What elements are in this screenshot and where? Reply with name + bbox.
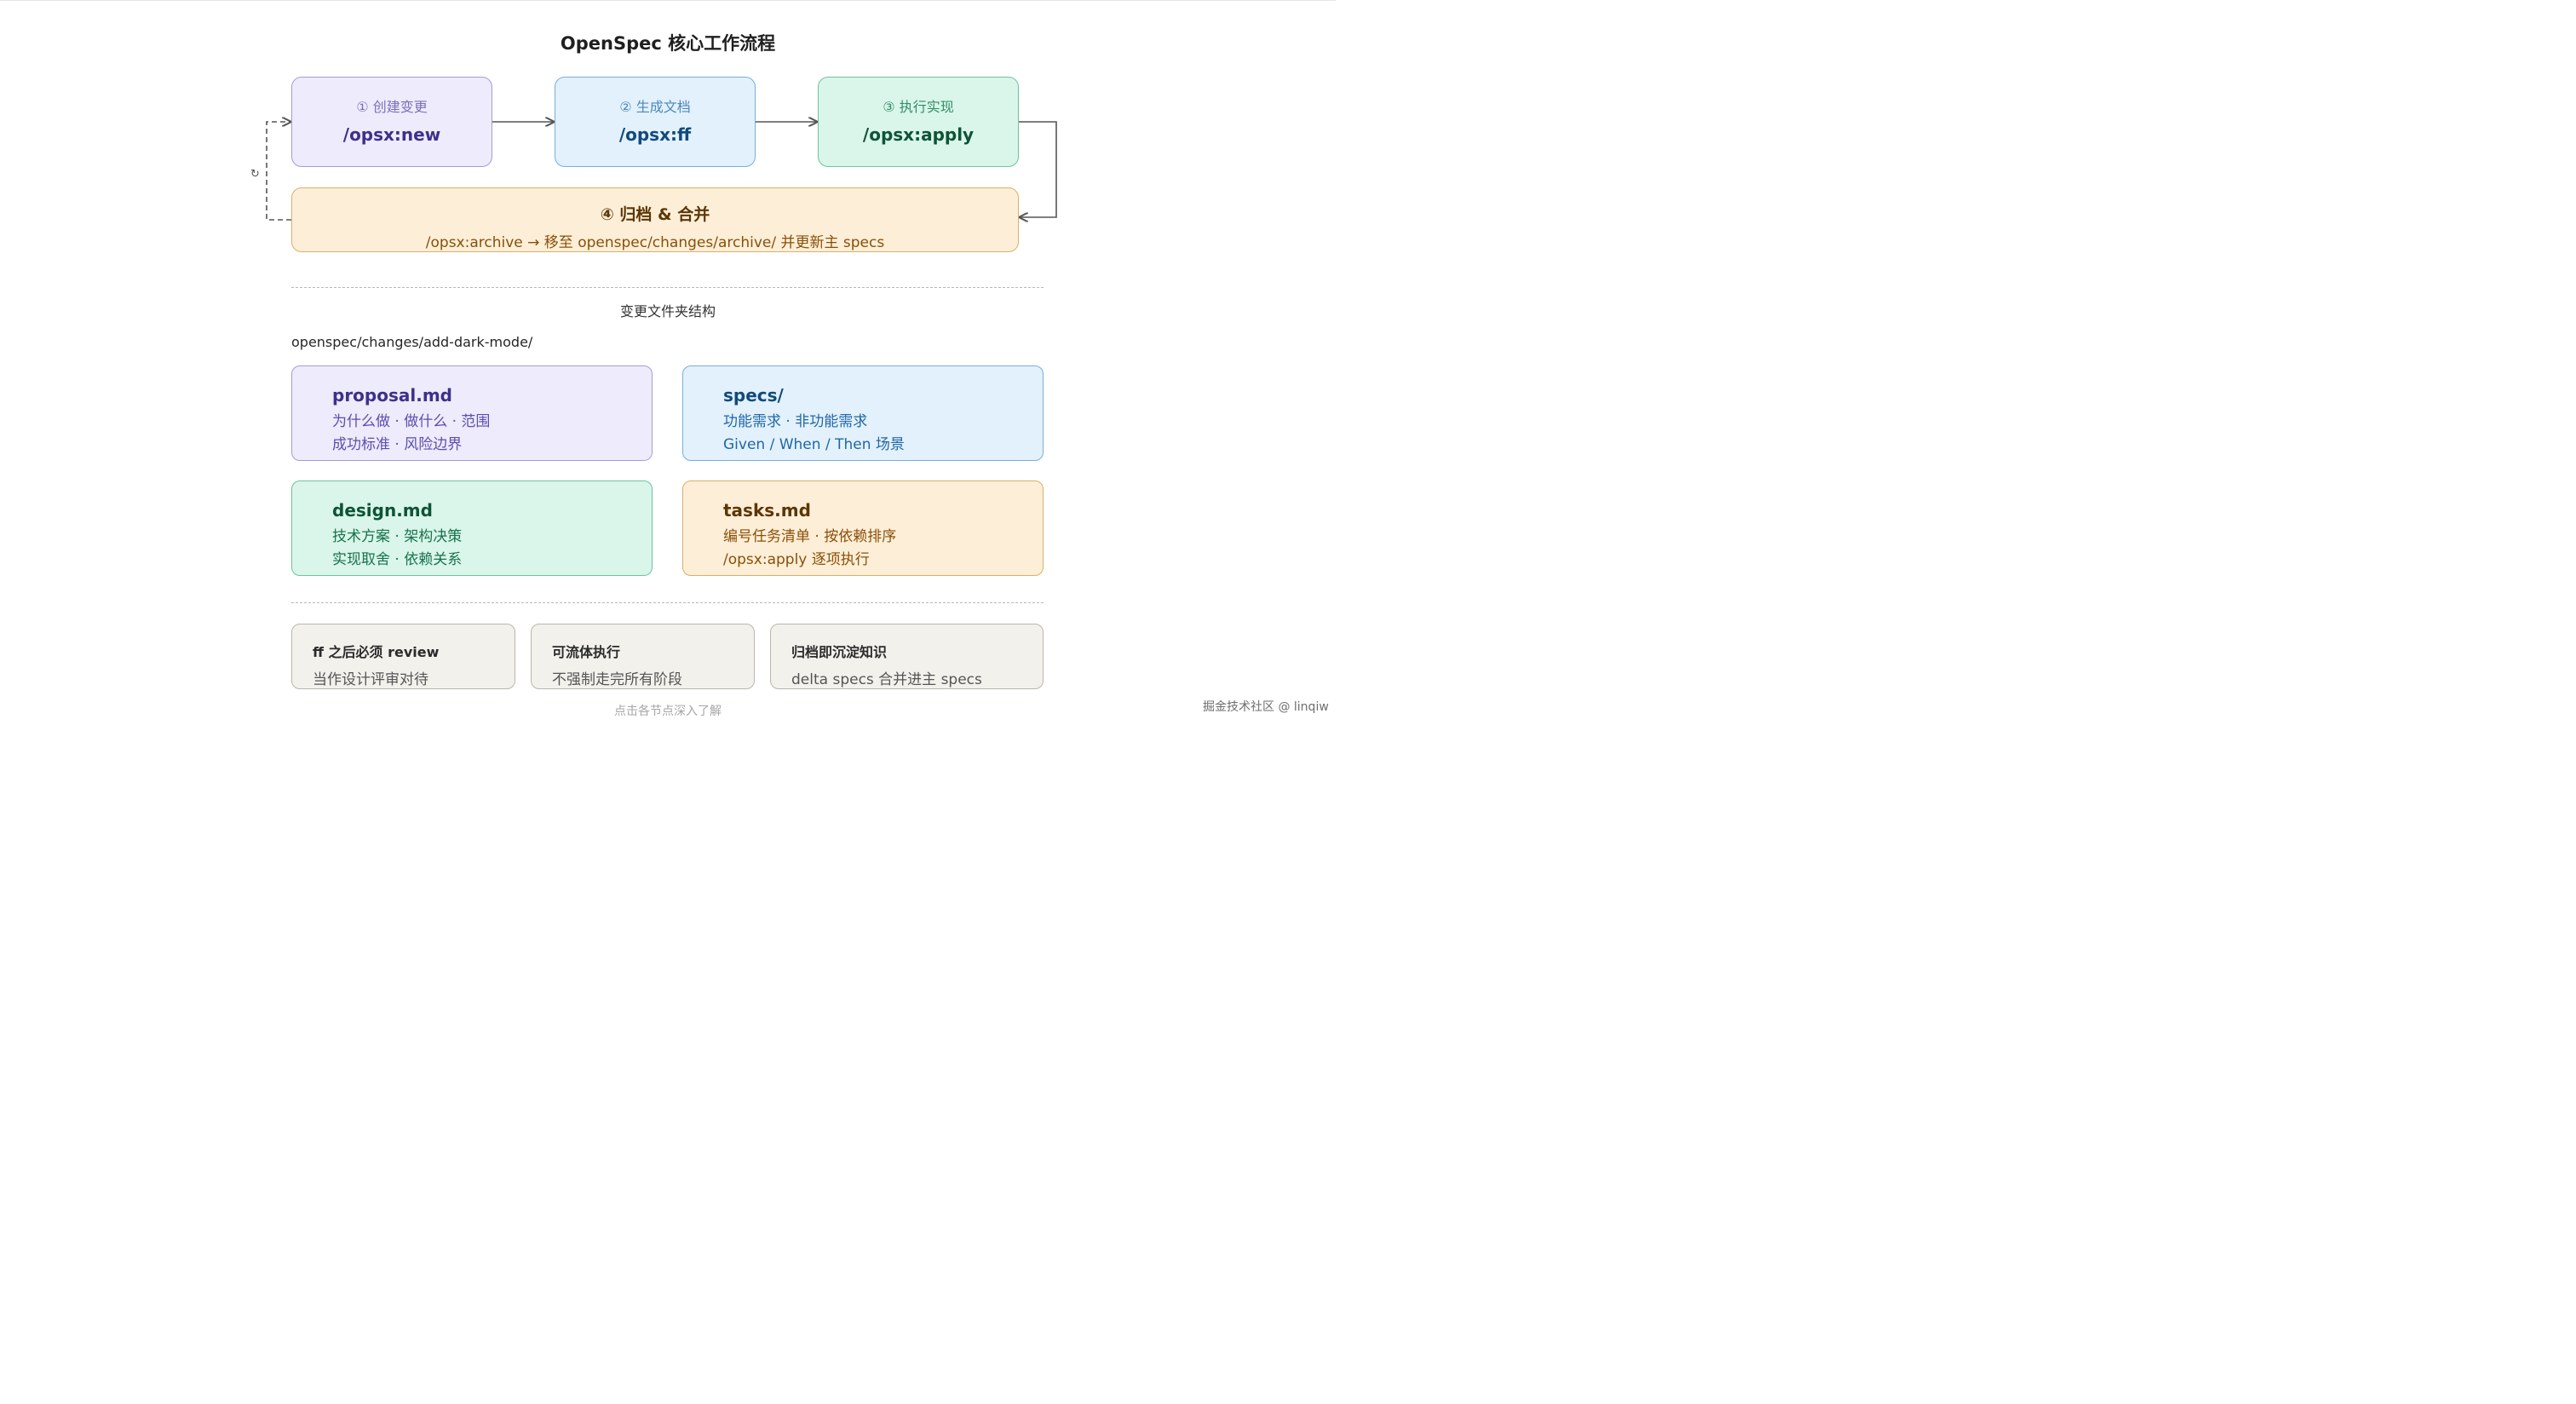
step-archive[interactable]: ④ 归档 & 合并 /opsx:archive → 移至 openspec/ch… [291, 187, 1019, 252]
note-desc: 不强制走完所有阶段 [552, 671, 682, 688]
card-line: 成功标准 · 风险边界 [332, 436, 463, 453]
card-title: proposal.md [332, 385, 452, 406]
card-design[interactable]: design.md 技术方案 · 架构决策 实现取舍 · 依赖关系 [291, 480, 653, 576]
step-archive-title: ④ 归档 & 合并 [600, 205, 710, 224]
note-title: 归档即沉淀知识 [791, 644, 888, 660]
card-tasks[interactable]: tasks.md 编号任务清单 · 按依赖排序 /opsx:apply 逐项执行 [682, 480, 1044, 576]
diagram-title: OpenSpec 核心工作流程 [560, 33, 776, 54]
note-desc: 当作设计评审对待 [313, 671, 428, 688]
folder-section-label: 变更文件夹结构 [619, 303, 716, 319]
card-line: Given / When / Then 场景 [723, 436, 905, 453]
watermark: 掘金技术社区 @ linqiw [1203, 700, 1329, 714]
step-archive-description: /opsx:archive → 移至 openspec/changes/arch… [425, 234, 885, 251]
step-new-command: /opsx:new [342, 124, 441, 145]
step-new[interactable]: ① 创建变更 /opsx:new [291, 77, 492, 167]
card-specs[interactable]: specs/ 功能需求 · 非功能需求 Given / When / Then … [682, 365, 1044, 461]
card-title: tasks.md [723, 500, 811, 521]
note-archive-knowledge[interactable]: 归档即沉淀知识 delta specs 合并进主 specs [770, 624, 1044, 689]
card-proposal[interactable]: proposal.md 为什么做 · 做什么 · 范围 成功标准 · 风险边界 [291, 365, 653, 461]
note-title: ff 之后必须 review [313, 644, 440, 660]
step-apply-label: ③ 执行实现 [883, 99, 954, 115]
card-line: 编号任务清单 · 按依赖排序 [723, 528, 897, 545]
card-line: 实现取舍 · 依赖关系 [332, 551, 463, 568]
card-title: design.md [332, 500, 433, 521]
card-line: 功能需求 · 非功能需求 [723, 413, 868, 430]
step-ff[interactable]: ② 生成文档 /opsx:ff [555, 77, 756, 167]
step-ff-command: /opsx:ff [618, 124, 692, 145]
arrow-archive-loop-to-new [266, 122, 291, 221]
card-line: 为什么做 · 做什么 · 范围 [332, 413, 491, 430]
step-apply[interactable]: ③ 执行实现 /opsx:apply [818, 77, 1019, 167]
step-apply-command: /opsx:apply [862, 124, 975, 145]
card-line: /opsx:apply 逐项执行 [723, 551, 870, 568]
connectors [266, 1, 1057, 728]
step-ff-label: ② 生成文档 [619, 99, 691, 115]
card-line: 技术方案 · 架构决策 [332, 528, 463, 545]
note-review[interactable]: ff 之后必须 review 当作设计评审对待 [291, 624, 515, 689]
note-desc: delta specs 合并进主 specs [791, 671, 982, 688]
diagram-canvas: OpenSpec 核心工作流程 ↻ ① 创建变更 /opsx:new ② 生成文… [0, 0, 1336, 728]
loop-icon: ↻ [250, 168, 260, 181]
step-new-label: ① 创建变更 [356, 99, 428, 115]
card-title: specs/ [723, 385, 784, 406]
folder-path: openspec/changes/add-dark-mode/ [291, 334, 533, 350]
note-title: 可流体执行 [552, 644, 621, 660]
note-fluid[interactable]: 可流体执行 不强制走完所有阶段 [531, 624, 755, 689]
section-divider [291, 602, 1044, 603]
hint-text: 点击各节点深入了解 [614, 705, 722, 718]
arrow-apply-to-archive [1019, 121, 1057, 217]
section-divider [291, 287, 1044, 288]
